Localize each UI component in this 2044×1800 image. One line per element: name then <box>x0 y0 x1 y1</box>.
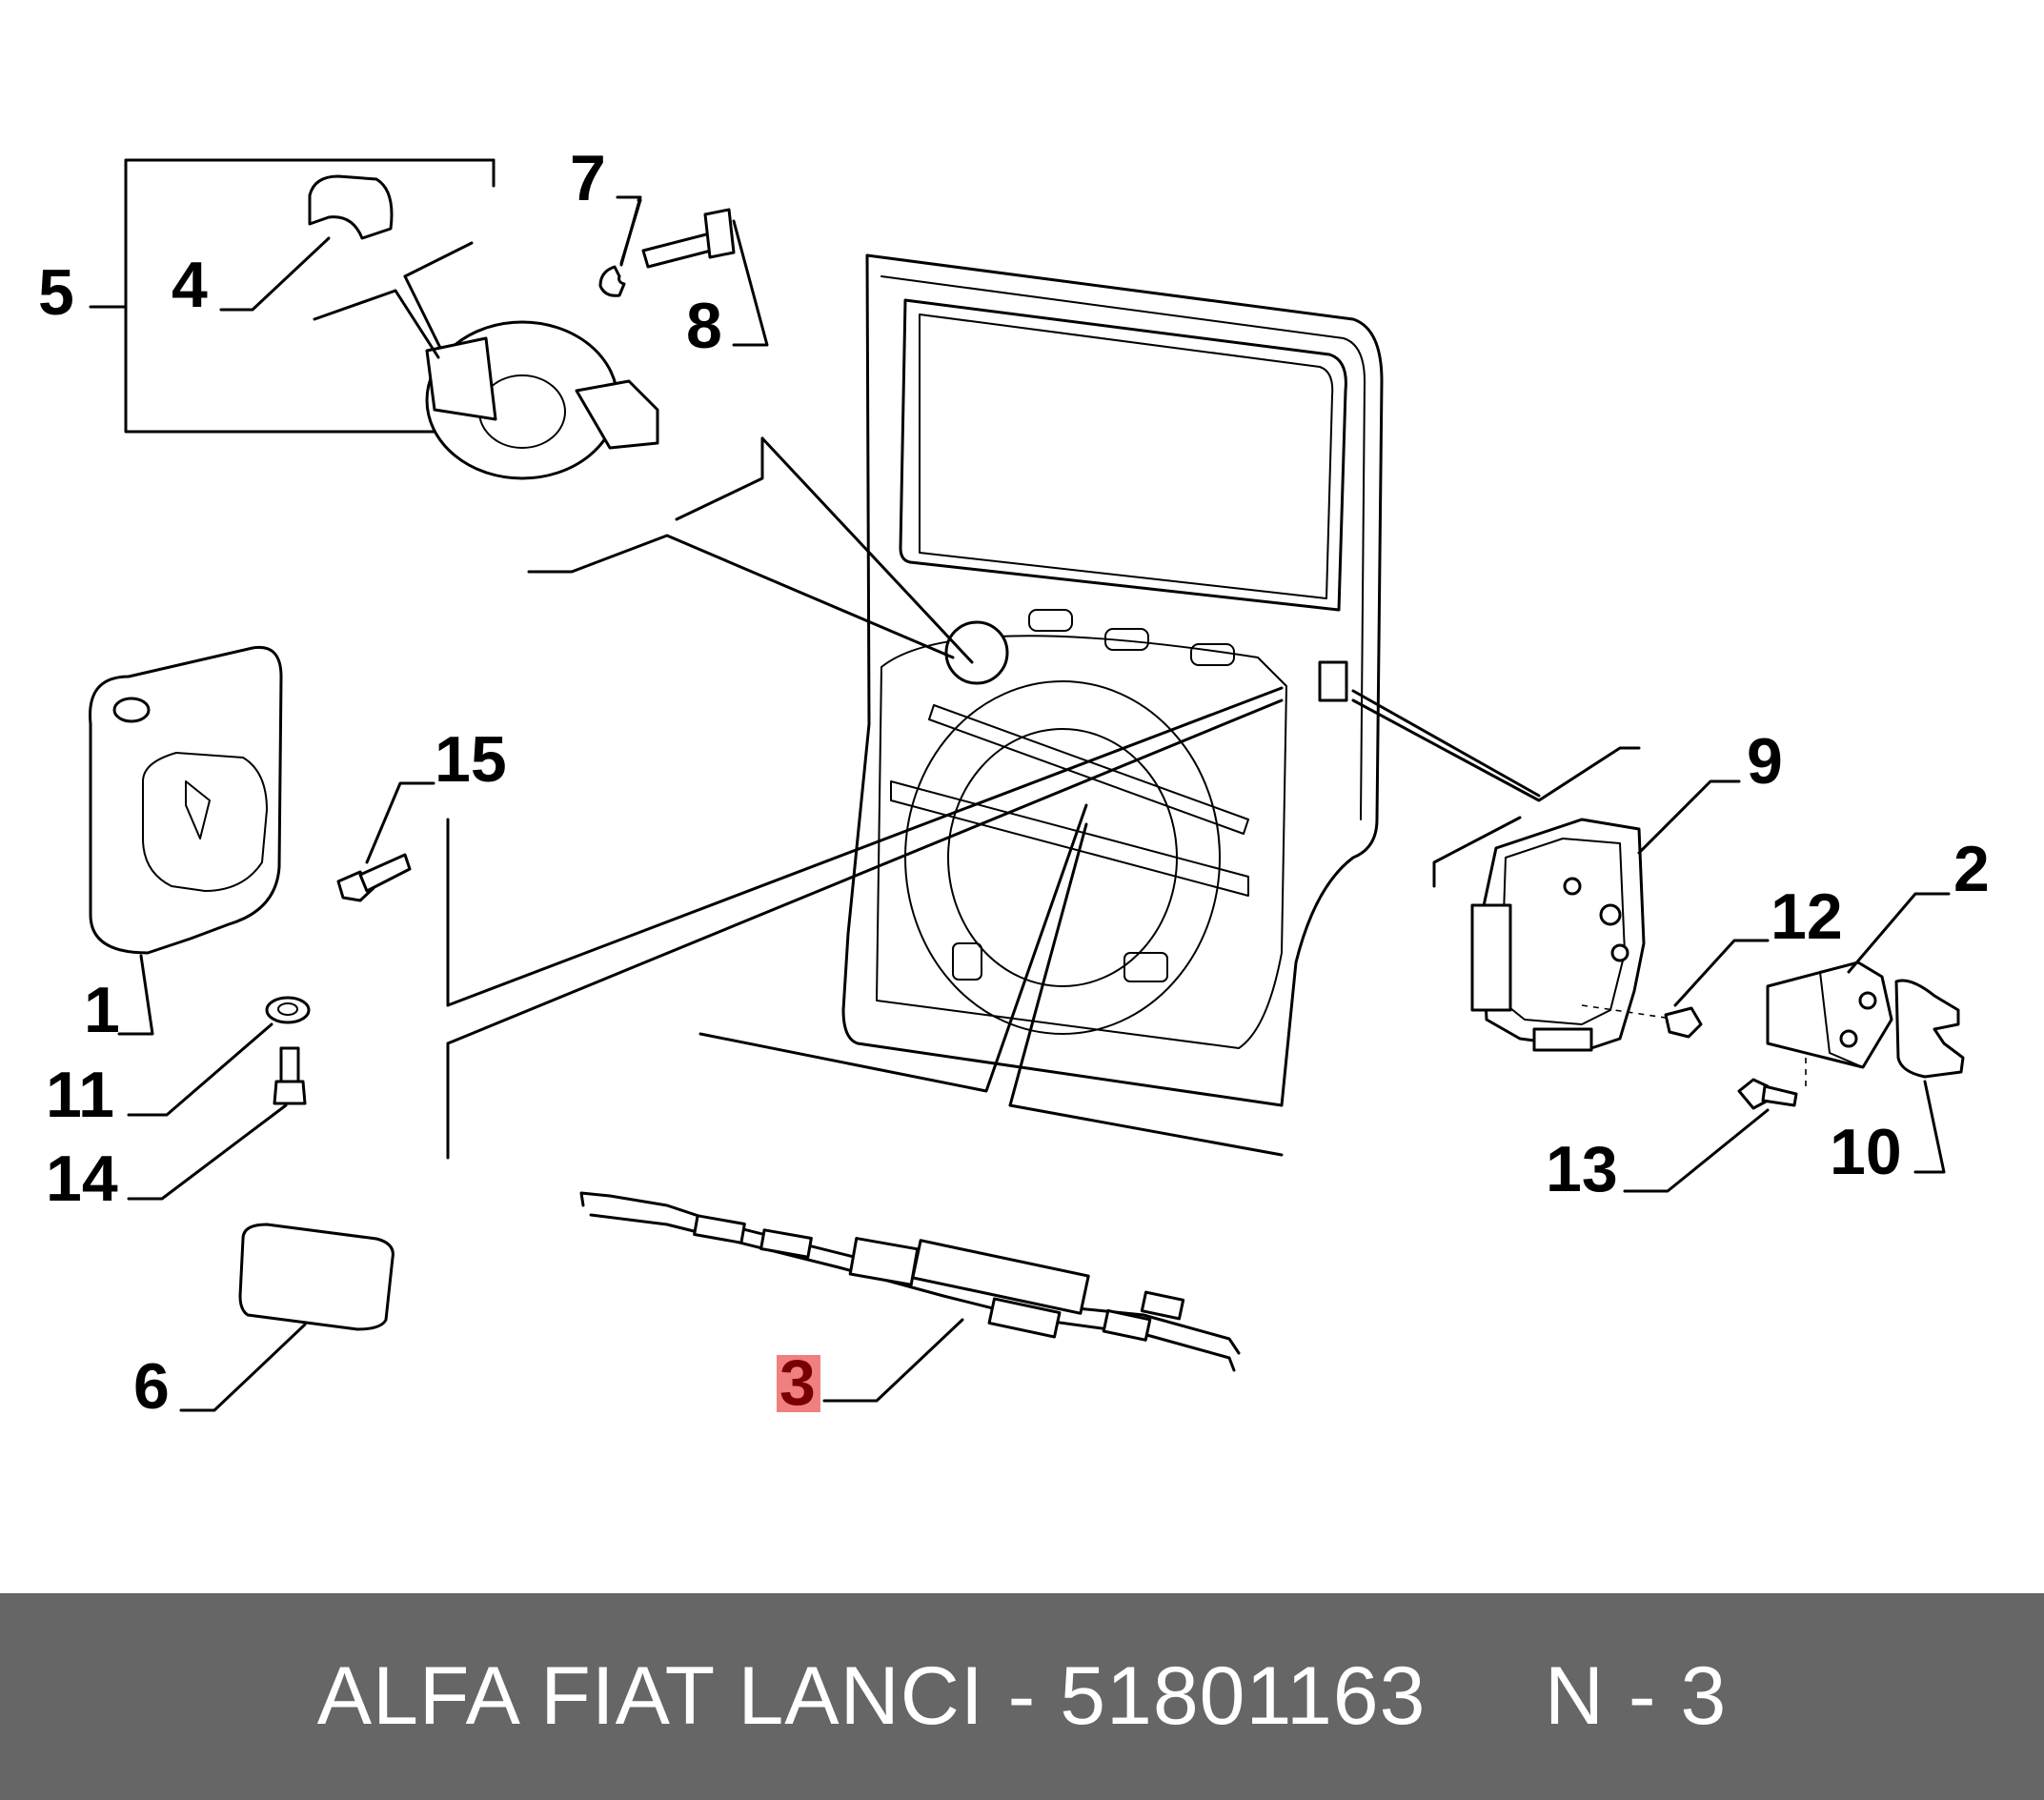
callout-5: 5 <box>38 256 74 329</box>
parts-striker-group <box>1581 892 1965 1193</box>
callout-13: 13 <box>1546 1133 1618 1205</box>
parts-11-14 <box>127 996 311 1201</box>
callout-10: 10 <box>1830 1116 1902 1188</box>
footer-bar: ALFA FIAT LANCI - 51801163 N - 3 <box>0 1593 2044 1800</box>
door-panel <box>841 253 1384 1107</box>
callout-3-highlight <box>777 1355 820 1412</box>
callout-labels: 1 2 3 4 5 6 7 8 9 10 11 12 13 14 15 <box>38 142 1990 1423</box>
callout-7: 7 <box>570 142 606 214</box>
callout-6: 6 <box>133 1350 170 1423</box>
callout-12: 12 <box>1771 880 1843 953</box>
guide-lines <box>446 436 1641 1160</box>
part-15-bolt <box>336 781 435 902</box>
part-1-handle-cover <box>89 645 283 1036</box>
callout-14: 14 <box>46 1143 118 1215</box>
part-9-lock <box>1470 779 1741 1052</box>
exploded-parts-diagram: 1 2 3 4 5 6 7 8 9 10 11 12 13 14 15 <box>38 142 1990 1423</box>
callout-9: 9 <box>1747 725 1783 798</box>
part-6-block <box>179 1223 395 1412</box>
callout-2: 2 <box>1953 833 1990 905</box>
footer-part-number-text: ALFA FIAT LANCI - 51801163 N - 3 <box>316 1650 1728 1742</box>
parts-7-8 <box>598 195 769 347</box>
callout-1: 1 <box>84 974 120 1046</box>
part-3-cable-assembly <box>579 1191 1241 1403</box>
callout-11: 11 <box>46 1059 114 1131</box>
callout-4: 4 <box>172 249 208 321</box>
callout-15: 15 <box>435 723 507 796</box>
callout-8: 8 <box>686 290 722 362</box>
callout-3: 3 <box>779 1346 816 1419</box>
part-5-assembly <box>89 158 659 480</box>
